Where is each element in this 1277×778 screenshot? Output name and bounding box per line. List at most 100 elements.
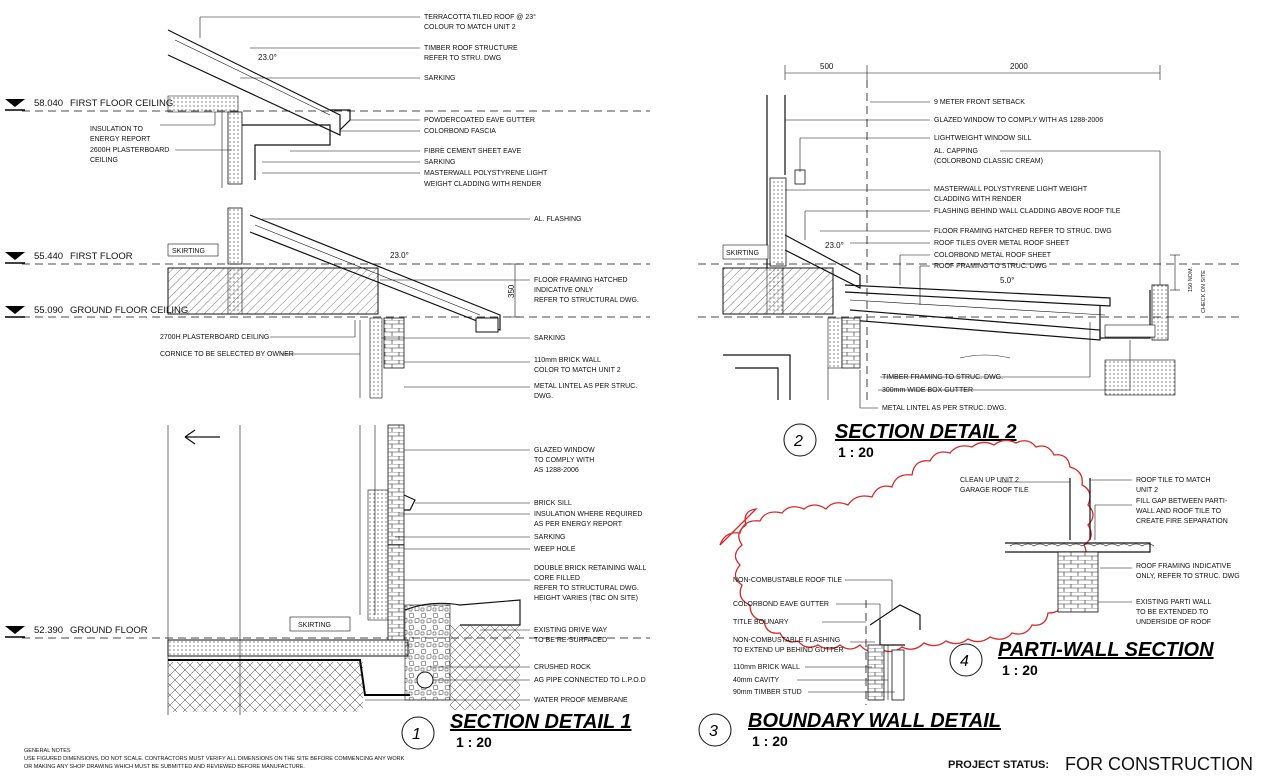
- svg-text:FLOOR FRAMING HATCHED REFER TO: FLOOR FRAMING HATCHED REFER TO STRUC. DW…: [934, 228, 1112, 235]
- svg-text:TIMBER ROOF STRUCTURE: TIMBER ROOF STRUCTURE: [424, 45, 518, 52]
- svg-text:DOUBLE BRICK RETAINING WALL: DOUBLE BRICK RETAINING WALL: [534, 565, 647, 572]
- svg-text:DWG.: DWG.: [534, 393, 553, 400]
- dim-500: 500: [820, 62, 834, 71]
- svg-text:LIGHTWEIGHT WINDOW SILL: LIGHTWEIGHT WINDOW SILL: [934, 135, 1032, 142]
- svg-text:REFER TO STRUCTURAL DWG.: REFER TO STRUCTURAL DWG.: [534, 297, 639, 304]
- svg-text:TIMBER FRAMING TO STRUC. DWG.: TIMBER FRAMING TO STRUC. DWG.: [882, 374, 1003, 381]
- svg-text:HEIGHT VARIES (TBC ON SITE): HEIGHT VARIES (TBC ON SITE): [534, 595, 638, 602]
- level-value: 55.090: [34, 305, 63, 316]
- detail1-number: 1: [412, 726, 421, 743]
- level-marker-3: 55.090 GROUND FLOOR CEILING: [5, 305, 188, 318]
- detail2-number: 2: [793, 433, 803, 450]
- svg-text:CRUSHED ROCK: CRUSHED ROCK: [534, 664, 591, 671]
- detail2-drawing: 500 2000 SKIRTING 23.0° 5.0° 150 NOM. CH…: [722, 62, 1207, 400]
- level-value: 52.390: [34, 625, 63, 636]
- svg-text:SARKING: SARKING: [534, 534, 566, 541]
- level-marker-1: 58.040 FIRST FLOOR CEILING: [5, 98, 173, 111]
- svg-text:POWDERCOATED EAVE GUTTER: POWDERCOATED EAVE GUTTER: [424, 117, 535, 124]
- svg-text:CORE FILLED: CORE FILLED: [534, 575, 580, 582]
- svg-text:INSULATION TO: INSULATION TO: [90, 126, 143, 133]
- svg-text:METAL LINTEL AS PER STRUC. DWG: METAL LINTEL AS PER STRUC. DWG.: [882, 405, 1006, 412]
- svg-text:40mm CAVITY: 40mm CAVITY: [733, 677, 779, 684]
- svg-text:2600H PLASTERBOARD: 2600H PLASTERBOARD: [90, 147, 169, 154]
- svg-text:CORNICE TO BE SELECTED BY OWNE: CORNICE TO BE SELECTED BY OWNER: [160, 351, 294, 358]
- detail1-drawing: 23.0° 23.0° SKIRTING 350 SKIRTING: [167, 29, 521, 715]
- svg-text:EXISTING PARTI WALL: EXISTING PARTI WALL: [1136, 599, 1211, 606]
- svg-text:REFER TO STRU. DWG: REFER TO STRU. DWG: [424, 55, 501, 62]
- skirting-label: SKIRTING: [172, 248, 205, 255]
- detail3-drawing: [797, 579, 921, 705]
- svg-text:BRICK SILL: BRICK SILL: [534, 500, 572, 507]
- svg-text:CLEAN UP UNIT 2: CLEAN UP UNIT 2: [960, 477, 1019, 484]
- svg-text:ROOF TILES OVER METAL ROOF SHE: ROOF TILES OVER METAL ROOF SHEET: [934, 240, 1070, 247]
- detail2-leaders: [785, 101, 1161, 409]
- svg-text:TO BE RE-SURFACED: TO BE RE-SURFACED: [534, 637, 607, 644]
- svg-text:AL. CAPPING: AL. CAPPING: [934, 148, 978, 155]
- svg-text:WEEP HOLE: WEEP HOLE: [534, 546, 576, 553]
- detail2-scale: 1 : 20: [838, 444, 874, 460]
- svg-text:110mm BRICK WALL: 110mm BRICK WALL: [534, 357, 601, 364]
- svg-text:MASTERWALL POLYSTYRENE LIGHT W: MASTERWALL POLYSTYRENE LIGHT WEIGHT: [934, 186, 1088, 193]
- svg-text:NON-COMBUSTABLE ROOF TILE: NON-COMBUSTABLE ROOF TILE: [733, 577, 842, 584]
- svg-text:CREATE FIRE SEPARATION: CREATE FIRE SEPARATION: [1136, 518, 1228, 525]
- svg-text:EXISTING DRIVE WAY: EXISTING DRIVE WAY: [534, 627, 607, 634]
- detail2-notes: 9 METER FRONT SETBACK GLAZED WINDOW TO C…: [882, 99, 1121, 412]
- level-lines: [22, 110, 1240, 639]
- project-status: PROJECT STATUS: FOR CONSTRUCTION: [948, 754, 1253, 774]
- svg-text:COLOR TO MATCH UNIT 2: COLOR TO MATCH UNIT 2: [534, 367, 621, 374]
- svg-text:ENERGY REPORT: ENERGY REPORT: [90, 136, 151, 143]
- svg-text:(COLORBOND CLASSIC CREAM): (COLORBOND CLASSIC CREAM): [934, 158, 1043, 165]
- svg-text:GLAZED WINDOW TO COMPLY WITH A: GLAZED WINDOW TO COMPLY WITH AS 1288-200…: [934, 117, 1103, 124]
- detail4-notes: CLEAN UP UNIT 2 GARAGE ROOF TILE ROOF TI…: [960, 477, 1240, 626]
- detail2-title-text: SECTION DETAIL 2: [835, 421, 1017, 443]
- general-notes: GENERAL NOTES USE FIGURED DIMENSIONS, DO…: [24, 748, 405, 770]
- general-notes-line-2: OR MAKING ANY SHOP DRAWING WHICH MUST BE…: [24, 764, 305, 770]
- svg-text:COLORBOND FASCIA: COLORBOND FASCIA: [424, 128, 496, 135]
- svg-text:AS PER ENERGY REPORT: AS PER ENERGY REPORT: [534, 521, 623, 528]
- svg-text:UNDERSIDE OF ROOF: UNDERSIDE OF ROOF: [1136, 619, 1211, 626]
- svg-text:SARKING: SARKING: [534, 335, 566, 342]
- svg-text:SARKING: SARKING: [424, 159, 456, 166]
- detail1-title-text: SECTION DETAIL 1: [450, 711, 632, 733]
- detail1-leaders: [160, 16, 530, 701]
- svg-text:WATER PROOF MEMBRANE: WATER PROOF MEMBRANE: [534, 697, 628, 704]
- svg-text:GLAZED WINDOW: GLAZED WINDOW: [534, 447, 595, 454]
- roof-angle-label: 23.0°: [258, 53, 277, 62]
- dim-2000: 2000: [1010, 62, 1028, 71]
- svg-text:NON-COMBUSTABLE FLASHING: NON-COMBUSTABLE FLASHING: [733, 637, 840, 644]
- side-note-1: 150 NOM.: [1188, 266, 1194, 292]
- detail2-title: 2 SECTION DETAIL 2 1 : 20: [783, 421, 1017, 460]
- svg-text:TO COMPLY WITH: TO COMPLY WITH: [534, 457, 594, 464]
- detail3-title: 3 BOUNDARY WALL DETAIL 1 : 20: [698, 710, 1001, 749]
- project-status-label: PROJECT STATUS:: [948, 759, 1049, 771]
- general-notes-heading: GENERAL NOTES: [24, 748, 71, 754]
- dim-350: 350: [507, 284, 516, 298]
- svg-text:COLORBOND EAVE GUTTER: COLORBOND EAVE GUTTER: [733, 601, 829, 608]
- detail4-title-text: PARTI-WALL SECTION: [998, 639, 1214, 661]
- level-label: FIRST FLOOR CEILING: [70, 98, 173, 109]
- svg-text:REFER TO STRUCTURAL DWG.: REFER TO STRUCTURAL DWG.: [534, 585, 639, 592]
- level-marker-4: 52.390 GROUND FLOOR: [5, 625, 148, 638]
- svg-text:CLADDING WITH RENDER: CLADDING WITH RENDER: [934, 196, 1022, 203]
- level-label: GROUND FLOOR CEILING: [70, 305, 188, 316]
- svg-text:ONLY, REFER TO STRUC. DWG: ONLY, REFER TO STRUC. DWG: [1136, 573, 1240, 580]
- svg-text:COLORBOND METAL ROOF SHEET: COLORBOND METAL ROOF SHEET: [934, 252, 1052, 259]
- svg-text:AS 1288-2006: AS 1288-2006: [534, 467, 579, 474]
- level-value: 58.040: [34, 98, 63, 109]
- svg-text:ROOF TILE TO MATCH: ROOF TILE TO MATCH: [1136, 477, 1211, 484]
- svg-text:ROOF FRAMING TO STRUC. DWG: ROOF FRAMING TO STRUC. DWG: [934, 263, 1047, 270]
- level-marker-2: 55.440 FIRST FLOOR: [5, 251, 133, 264]
- svg-text:INDICATIVE ONLY: INDICATIVE ONLY: [534, 287, 594, 294]
- svg-text:METAL LINTEL AS PER STRUC.: METAL LINTEL AS PER STRUC.: [534, 383, 637, 390]
- svg-text:9 METER FRONT SETBACK: 9 METER FRONT SETBACK: [934, 99, 1025, 106]
- svg-text:TO BE EXTENDED TO: TO BE EXTENDED TO: [1136, 609, 1209, 616]
- svg-text:TITLE BOUNARY: TITLE BOUNARY: [733, 619, 789, 626]
- svg-text:AL. FLASHING: AL. FLASHING: [534, 216, 581, 223]
- detail4-scale: 1 : 20: [1002, 662, 1038, 678]
- svg-text:WALL AND ROOF TILE TO: WALL AND ROOF TILE TO: [1136, 508, 1222, 515]
- svg-text:WEIGHT CLADDING WITH RENDER: WEIGHT CLADDING WITH RENDER: [424, 181, 541, 188]
- svg-text:2700H PLASTERBOARD CEILING: 2700H PLASTERBOARD CEILING: [160, 334, 269, 341]
- skirting-label-3: SKIRTING: [726, 250, 759, 257]
- svg-text:MASTERWALL POLYSTYRENE LIGHT: MASTERWALL POLYSTYRENE LIGHT: [424, 170, 548, 177]
- svg-text:300mm WIDE BOX GUTTER: 300mm WIDE BOX GUTTER: [882, 387, 973, 394]
